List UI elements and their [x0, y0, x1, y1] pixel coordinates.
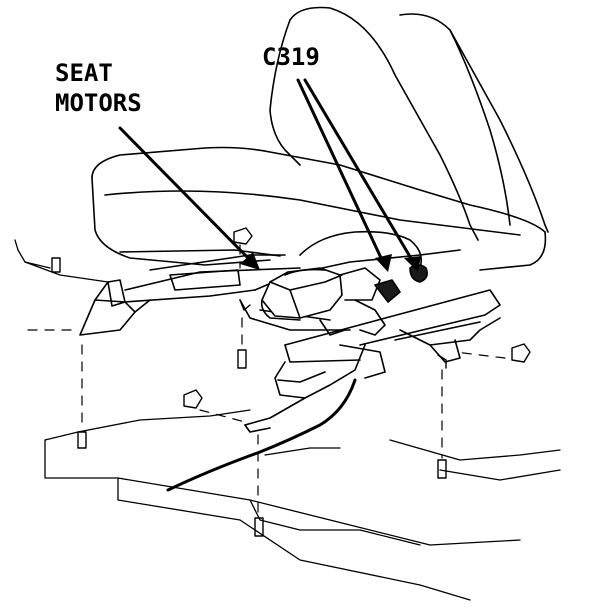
floor-pan [14, 239, 561, 601]
seat-motor-unit [260, 230, 428, 336]
mounting-hardware [51, 227, 531, 537]
seat-back [269, 6, 549, 241]
arrowheads [240, 252, 421, 272]
seat-track-frame [79, 249, 501, 433]
dashed-guide-lines [27, 244, 506, 517]
callout-arrows [118, 78, 414, 264]
label-seat-motors-line1: SEAT [55, 59, 113, 87]
wiring-harness [166, 378, 357, 492]
label-seat-motors-line2: MOTORS [55, 89, 142, 117]
seat-cushion [91, 146, 547, 271]
label-connector-c319: C319 [262, 43, 320, 71]
